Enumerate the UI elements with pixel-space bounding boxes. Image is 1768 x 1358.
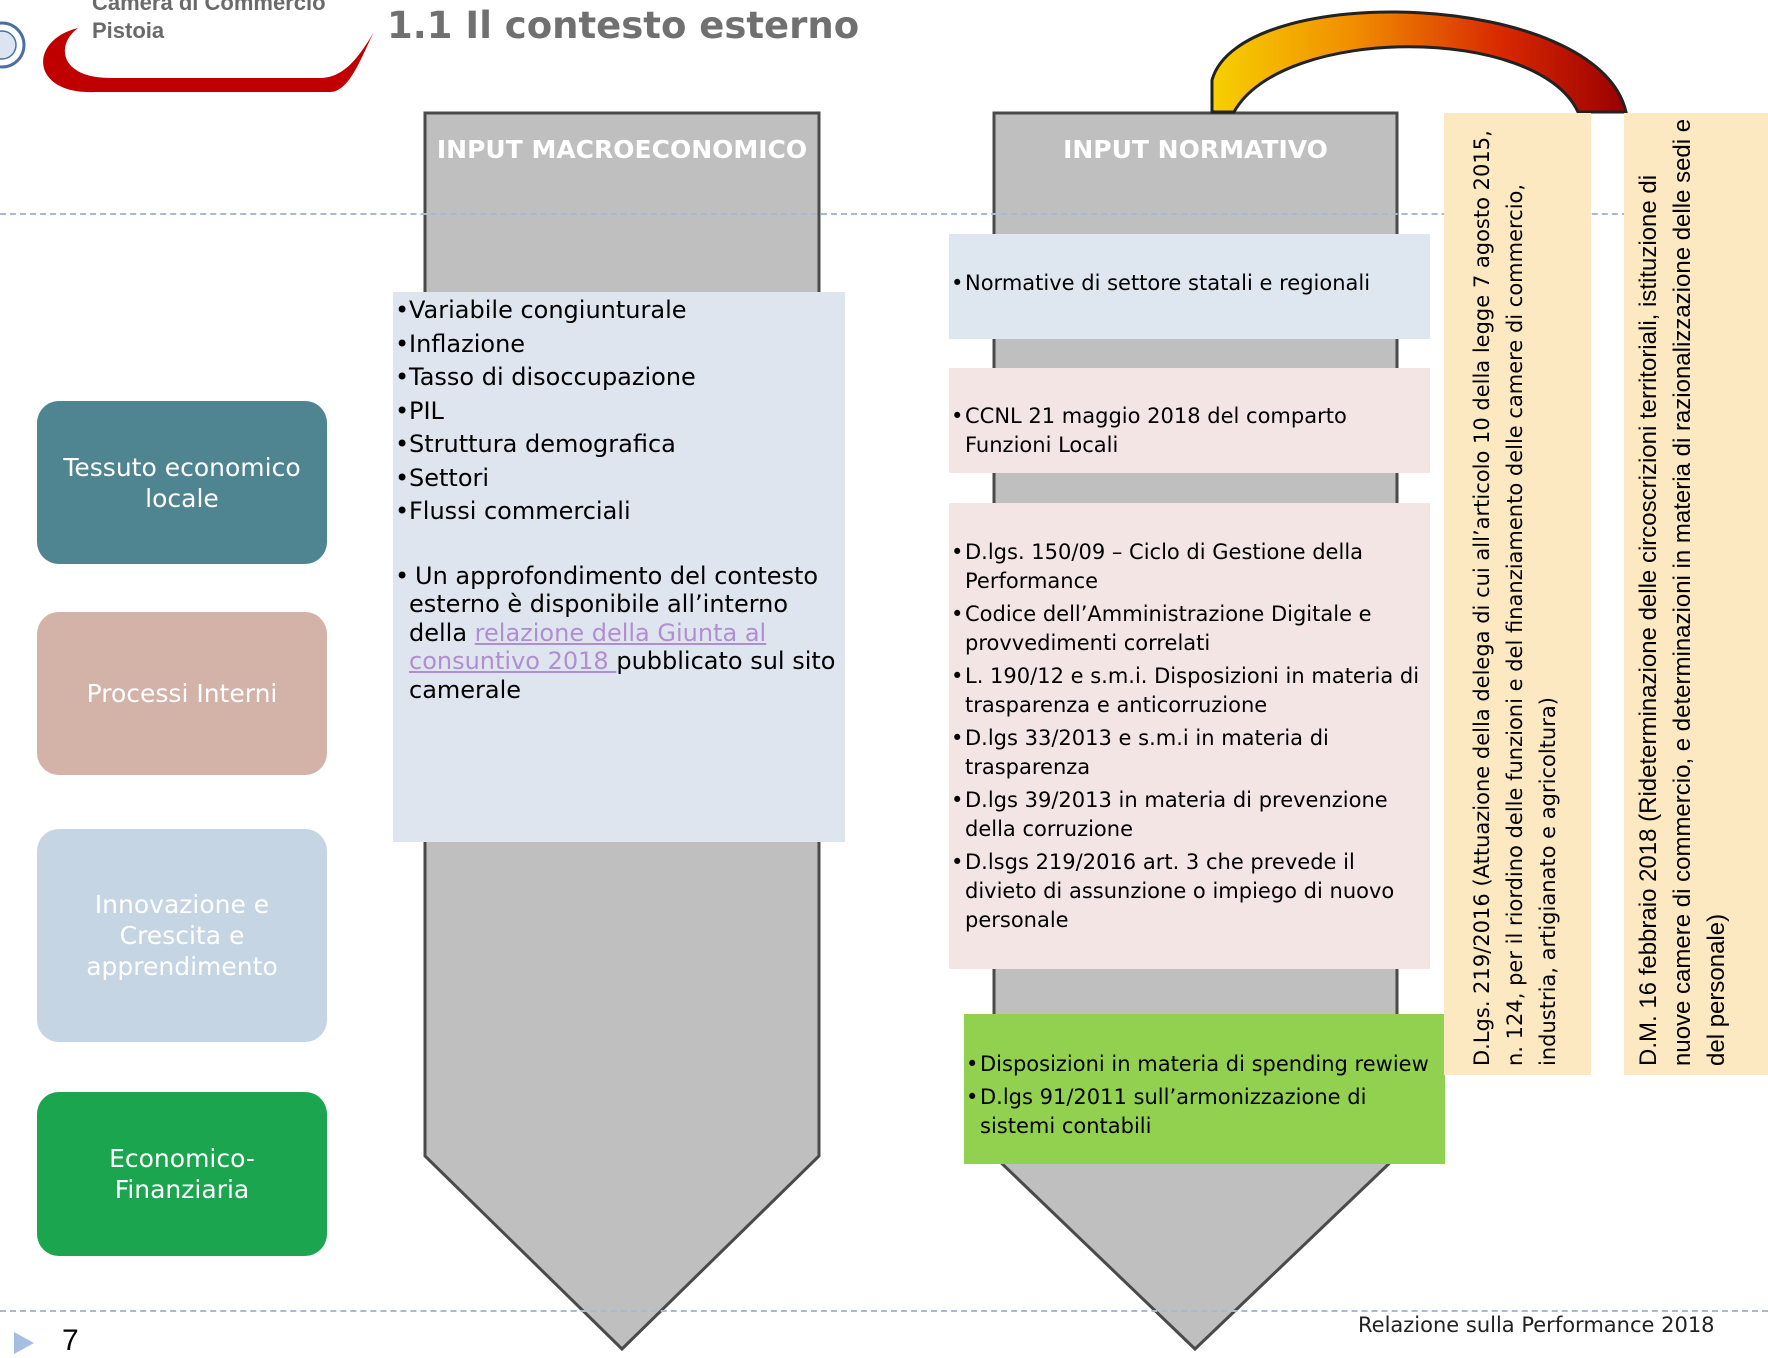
normativo-item: D.lgs 33/2013 e s.m.i in materia di tras… <box>951 724 1422 782</box>
macro-item: Inflazione <box>395 328 837 362</box>
sidebar-item-economico: Economico-Finanziaria <box>37 1092 327 1256</box>
relazione-giunta-link[interactable]: relazione della Giunta al consuntivo 201… <box>409 618 767 676</box>
normativo-title: INPUT NORMATIVO <box>1063 135 1328 164</box>
sidebar-item-label: Economico-Finanziaria <box>109 1144 255 1204</box>
sidebar-item-label: Innovazione e Crescita e apprendimento <box>86 890 278 981</box>
dm-2018-box: D.M. 16 febbraio 2018 (Rideterminazione … <box>1624 113 1768 1075</box>
macro-item: Variabile congiunturale <box>395 294 837 328</box>
org-name-line2: Pistoia <box>92 18 165 43</box>
dlgs-219-text: D.Lgs. 219/2016 (Attuazione della delega… <box>1470 130 1560 1066</box>
macro-item: PIL <box>395 395 837 429</box>
dlgs-219-box: D.Lgs. 219/2016 (Attuazione della delega… <box>1444 113 1591 1075</box>
org-name-line1: Camera di Commercio <box>92 0 326 15</box>
logo-seal-icon <box>0 21 26 69</box>
macro-note: Un approfondimento del contesto esterno … <box>395 562 837 705</box>
macro-item: Flussi commerciali <box>395 495 837 529</box>
normativo-box-settore: Normative di settore statali e regionali <box>949 234 1430 339</box>
normativo-item: D.lsgs 219/2016 art. 3 che prevede il di… <box>951 848 1422 935</box>
macro-note-prefix: Un approfondimento del contesto esterno … <box>409 561 819 647</box>
macro-item: Settori <box>395 462 837 496</box>
normativo-box-spending: Disposizioni in materia di spending rewi… <box>964 1014 1445 1164</box>
sidebar-item-tessuto: Tessuto economico locale <box>37 401 327 564</box>
normativo-item: L. 190/12 e s.m.i. Disposizioni in mater… <box>951 662 1422 720</box>
play-triangle-icon <box>14 1332 34 1354</box>
normativo-item: D.lgs. 150/09 – Ciclo di Gestione della … <box>951 538 1422 596</box>
page-number: 7 <box>62 1324 79 1357</box>
sidebar-item-innovazione: Innovazione e Crescita e apprendimento <box>37 829 327 1042</box>
normativo-item: Normative di settore statali e regionali <box>951 269 1422 298</box>
macro-item: Struttura demografica <box>395 428 837 462</box>
normativo-item: Disposizioni in materia di spending rewi… <box>966 1050 1441 1079</box>
macro-item: Tasso di disoccupazione <box>395 361 837 395</box>
report-title: Relazione sulla Performance 2018 <box>1358 1313 1715 1337</box>
normativo-box-ccnl: CCNL 21 maggio 2018 del comparto Funzion… <box>949 368 1430 473</box>
dashed-separator-top <box>0 213 1768 215</box>
dm-2018-text: D.M. 16 febbraio 2018 (Rideterminazione … <box>1635 118 1730 1066</box>
normativo-item: D.lgs 39/2013 in materia di prevenzione … <box>951 786 1422 844</box>
sidebar-item-processi: Processi Interni <box>37 612 327 775</box>
page-title: 1.1 Il contesto esterno <box>387 4 860 47</box>
normativo-item: D.lgs 91/2011 sull’armonizzazione di sis… <box>966 1083 1441 1141</box>
curved-arrow-icon <box>1210 10 1628 114</box>
macro-title: INPUT MACROECONOMICO <box>436 135 808 164</box>
dashed-separator-bottom <box>0 1310 1768 1312</box>
normativo-item: Codice dell’Amministrazione Digitale e p… <box>951 600 1422 658</box>
logo-swoosh-icon <box>43 28 374 93</box>
normativo-item: CCNL 21 maggio 2018 del comparto Funzion… <box>951 402 1422 460</box>
normativo-box-leggi: D.lgs. 150/09 – Ciclo di Gestione della … <box>949 503 1430 969</box>
macro-note-suffix: pubblicato sul sito camerale <box>409 647 836 704</box>
macro-list: Variabile congiunturale Inflazione Tasso… <box>395 294 837 529</box>
sidebar-item-label: Processi Interni <box>86 679 278 708</box>
macro-content-box: Variabile congiunturale Inflazione Tasso… <box>393 292 845 842</box>
sidebar-item-label: Tessuto economico locale <box>63 452 301 513</box>
